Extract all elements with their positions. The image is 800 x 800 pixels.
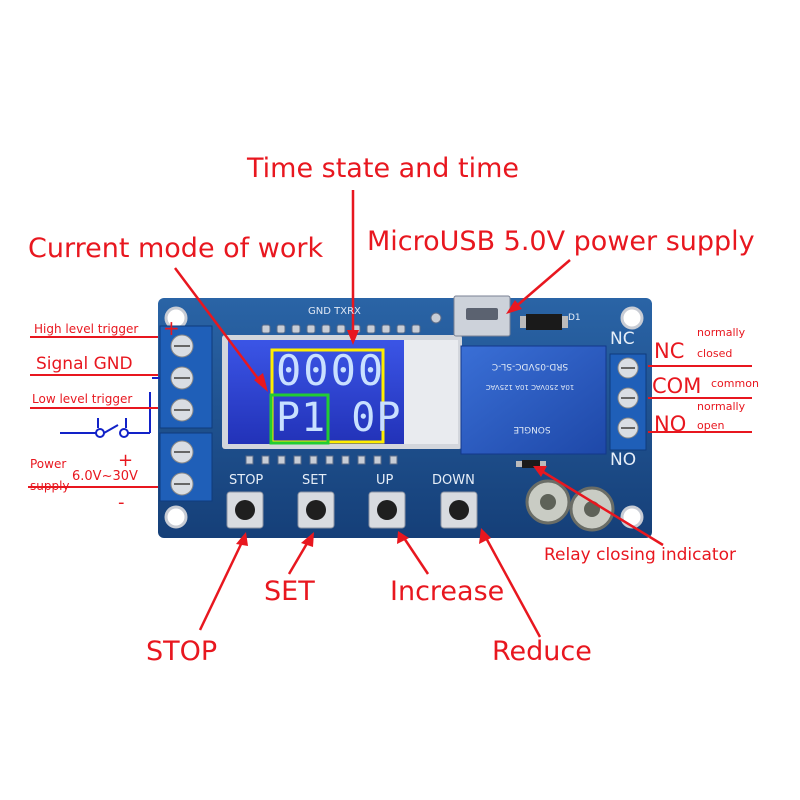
label-power-b: supply [30,479,70,493]
label-com: COM [652,374,702,398]
annotation-arrows [28,190,752,638]
label-no: NO [654,412,687,436]
down-button[interactable] [440,491,478,529]
label-low-trigger: Low level trigger [32,392,133,406]
power-terminal-block[interactable] [159,432,213,502]
svg-text:10A 250VAC 10A 125VAC: 10A 250VAC 10A 125VAC [486,383,575,391]
label-high-trigger: High level trigger [34,322,139,336]
up-button[interactable] [368,491,406,529]
label-time-state: Time state and time [247,153,520,184]
label-stop: STOP [146,636,218,667]
label-com-desc: common [711,377,759,390]
silk-no: NO [610,450,637,470]
relay-indicator-led [522,460,540,468]
header-pins [261,312,442,334]
label-no-desc-b: open [697,419,725,432]
stop-button[interactable] [226,491,264,529]
d1-label: D1 [568,313,581,323]
lcd-mode-digits: P1 0P [276,395,402,441]
header-pin-label: GND TXRX [308,306,361,317]
silk-down: DOWN [432,473,475,488]
mount-hole [164,505,188,529]
label-increase: Increase [390,576,505,607]
lcd-time-digits: 0000 [276,346,386,395]
label-power-a: Power [30,457,67,471]
svg-text:SRD-05VDC-SL-C: SRD-05VDC-SL-C [492,361,568,371]
lcd-display [228,340,404,444]
label-nc-desc-b: closed [697,347,733,360]
label-power-minus: - [118,492,125,513]
silk-nc: NC [610,329,635,349]
set-button[interactable] [297,491,335,529]
switch-symbol [60,392,151,438]
label-set: SET [264,576,315,607]
svg-text:SONGLE: SONGLE [513,424,551,434]
relay-terminal-block[interactable] [609,353,647,451]
label-relay-indicator: Relay closing indicator [544,545,736,565]
label-reduce: Reduce [492,636,592,667]
mount-hole [620,306,644,330]
diode-d1 [526,314,562,330]
label-nc: NC [654,339,685,363]
mode-highlight-box [269,393,330,445]
label-signal-gnd: Signal GND [36,354,133,374]
label-voltage-range: 6.0V~30V [72,469,138,484]
label-no-desc-a: normally [697,400,746,413]
label-power-plus: + [118,450,134,471]
label-high-plus: + [163,316,180,340]
mount-hole [620,505,644,529]
silk-stop: STOP [229,473,264,488]
silk-up: UP [376,473,394,488]
silk-set: SET [302,473,327,488]
label-nc-desc-a: normally [697,326,746,339]
label-usb-power: MicroUSB 5.0V power supply [367,226,755,257]
relay [460,345,607,455]
signal-terminal-block[interactable] [159,325,213,429]
label-current-mode: Current mode of work [28,233,324,264]
